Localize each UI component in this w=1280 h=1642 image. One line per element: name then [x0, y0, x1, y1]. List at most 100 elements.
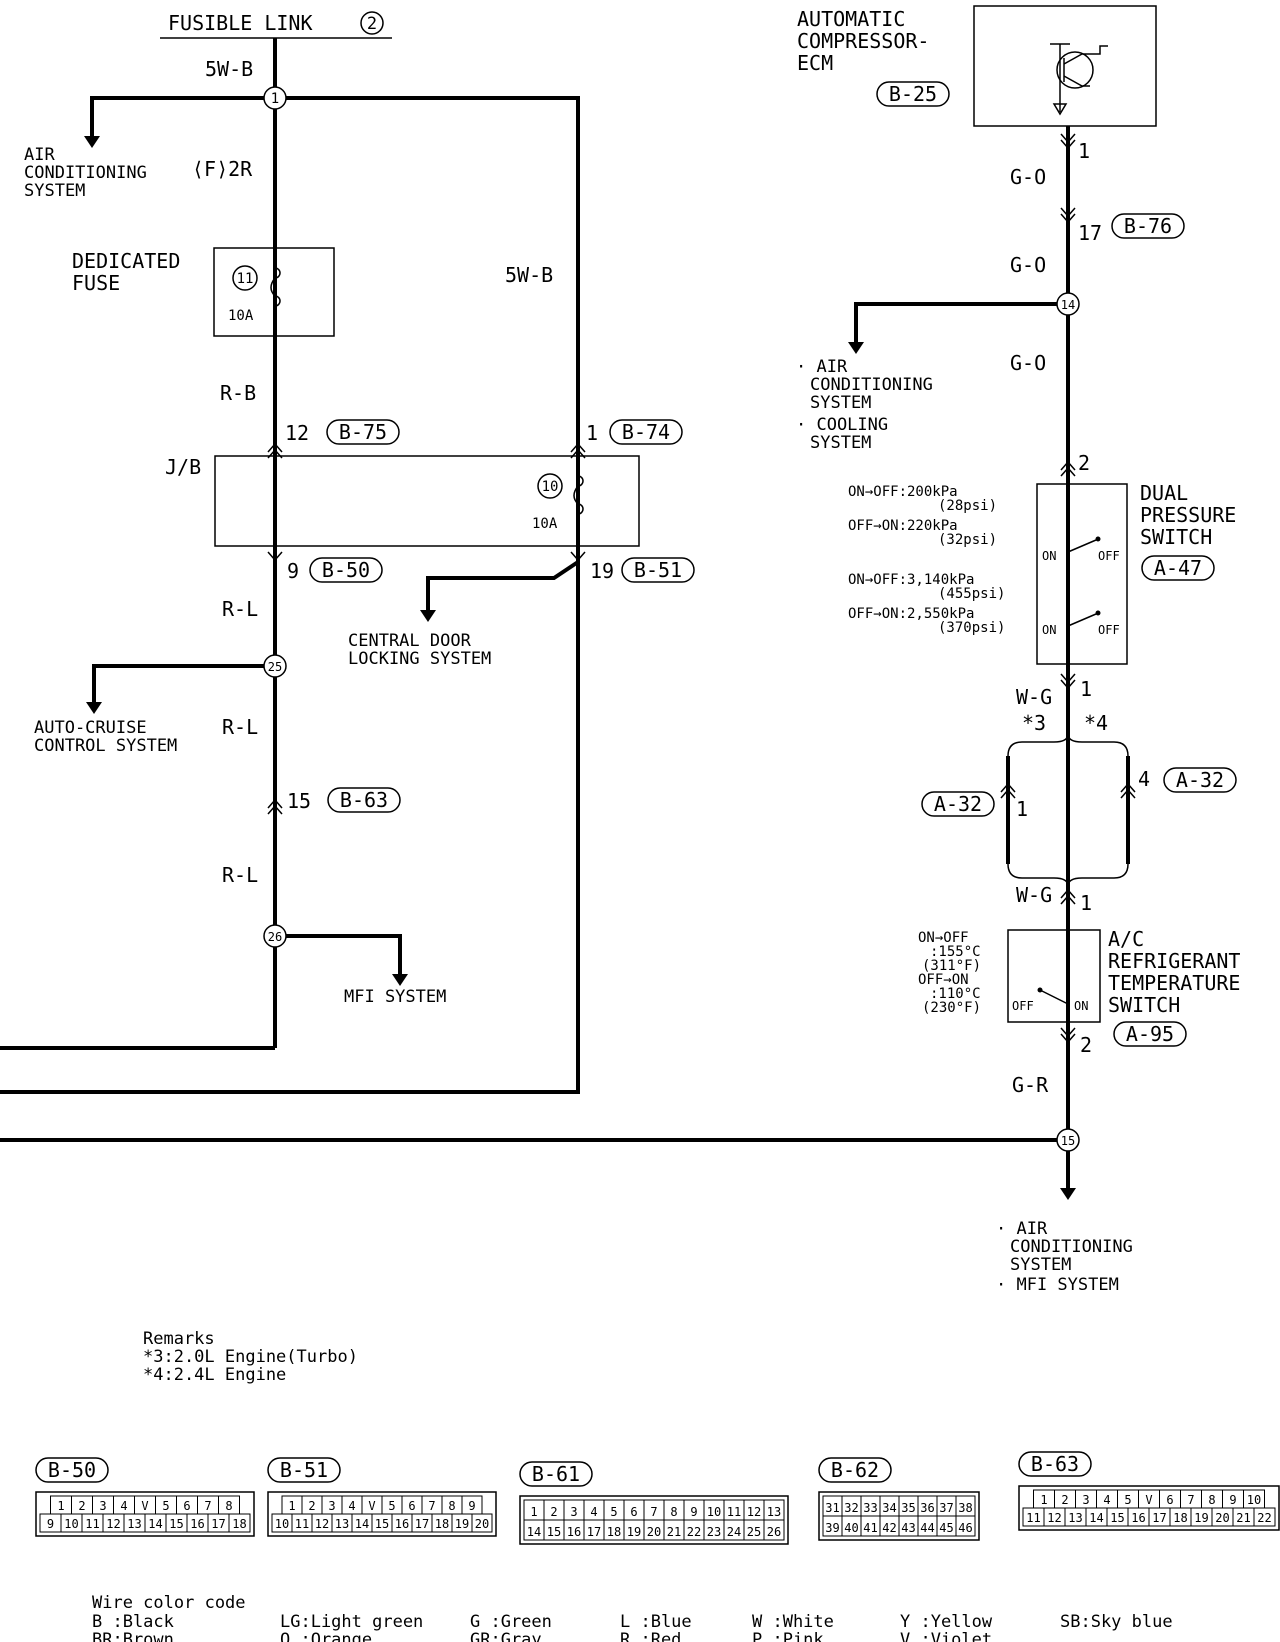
connector-pin: 1 [1040, 1493, 1047, 1507]
transistor-icon [1056, 51, 1094, 89]
connector-face-tag: B-63 [1031, 1452, 1079, 1476]
refrigerant-spec-2: :155°C [930, 944, 981, 960]
chevron-a95-top-a [1060, 888, 1076, 899]
connector-pin: 16 [1131, 1511, 1145, 1525]
wire-label-go-2: G-O [1010, 253, 1046, 277]
connector-pin: 19 [1194, 1511, 1208, 1525]
connector-pin: 39 [825, 1521, 839, 1535]
arrow-mfi [392, 974, 408, 986]
connector-pin: 45 [939, 1521, 953, 1535]
connector-pin: 5 [388, 1499, 395, 1513]
remarks-title: Remarks [143, 1329, 215, 1349]
connector-pin: 12 [106, 1517, 120, 1531]
system-ac-bottom-1: · AIR [996, 1219, 1048, 1239]
refrigerant-label-3: TEMPERATURE [1108, 971, 1240, 995]
chevron-a47-top-b [1060, 466, 1076, 477]
connector-pin: 18 [232, 1517, 246, 1531]
chevron-a32-right-b [1120, 788, 1136, 799]
dual-pressure-label-1: DUAL [1140, 481, 1188, 505]
wire-label-go-1: G-O [1010, 165, 1046, 189]
connector-pin: 21 [1236, 1511, 1250, 1525]
connector-pin: 17 [211, 1517, 225, 1531]
dual-pressure-on-2: ON [1042, 623, 1056, 637]
dedicated-fuse-number-circle [232, 265, 258, 291]
branch-star4: *4 [1084, 711, 1108, 735]
system-central-door-2: LOCKING SYSTEM [348, 649, 491, 669]
connector-a95-tag: A-95 [1126, 1022, 1174, 1046]
connector-pin-cell [955, 1515, 976, 1537]
connector-pin: V [141, 1499, 148, 1513]
connector-b25-pin: 1 [1078, 139, 1090, 163]
connector-pin-cell [763, 1519, 785, 1541]
system-ac-left-2: CONDITIONING [24, 163, 147, 183]
connector-pin: 35 [901, 1501, 915, 1515]
connector-b76-tag-box [1111, 213, 1185, 239]
connector-pin: 46 [958, 1521, 972, 1535]
connector-pin: 11 [1026, 1511, 1040, 1525]
refrigerant-contact [1039, 989, 1069, 1005]
connector-pin: 4 [590, 1505, 597, 1519]
connector-pin: 8 [670, 1505, 677, 1519]
connector-b50-pin: 9 [287, 559, 299, 583]
chevron-a32-left-a [1000, 782, 1016, 793]
arrow-ac-left [84, 136, 100, 148]
connector-pin: 6 [408, 1499, 415, 1513]
connector-b51-pin: 19 [590, 559, 614, 583]
chevron-b74-a [570, 442, 586, 453]
refrigerant-label-4: SWITCH [1108, 993, 1180, 1017]
connector-pin: 9 [1229, 1493, 1236, 1507]
chevron-b51-a [570, 551, 586, 562]
dedicated-fuse-amps: 10A [228, 308, 254, 324]
system-ac-right-2: CONDITIONING [810, 375, 933, 395]
connector-face-tag-box [1018, 1451, 1092, 1477]
connector-pin: 21 [667, 1525, 681, 1539]
connector-pin: 17 [1152, 1511, 1166, 1525]
system-ac-bottom-3: SYSTEM [1010, 1255, 1071, 1275]
system-auto-cruise-2: CONTROL SYSTEM [34, 736, 177, 756]
connector-pin: 25 [747, 1525, 761, 1539]
chevron-b25-a [1060, 133, 1076, 144]
junction-node-25-label: 25 [268, 660, 282, 674]
connector-pin: 26 [767, 1525, 781, 1539]
chevron-b76-a [1060, 207, 1076, 218]
system-mfi-bottom: · MFI SYSTEM [996, 1275, 1119, 1295]
connector-pin: 15 [169, 1517, 183, 1531]
arrow-central-door [420, 610, 436, 622]
color-code-item: SB:Sky blue [1060, 1612, 1173, 1632]
wire-label-5wb-top: 5W-B [205, 57, 253, 81]
connector-pin: 31 [825, 1501, 839, 1515]
system-central-door-1: CENTRAL DOOR [348, 631, 472, 651]
connector-pin: 16 [190, 1517, 204, 1531]
system-ac-right-3: SYSTEM [810, 393, 871, 413]
connector-pin: 20 [647, 1525, 661, 1539]
connector-pin: 2 [1061, 1493, 1068, 1507]
ecm-label-2: COMPRESSOR- [797, 29, 929, 53]
connector-pin: 23 [707, 1525, 721, 1539]
connector-pin: 10 [707, 1505, 721, 1519]
system-auto-cruise-1: AUTO-CRUISE [34, 718, 147, 738]
connector-a47-pin-top: 2 [1078, 451, 1090, 475]
chevron-b75-a [267, 442, 283, 453]
color-code-item: P :Pink [752, 1630, 824, 1642]
connector-pin: 12 [747, 1505, 761, 1519]
fuse-symbol-jb [573, 475, 584, 515]
refrigerant-dot [1037, 987, 1043, 993]
connector-a47-pin-bot: 1 [1080, 677, 1092, 701]
connector-pin: 16 [395, 1517, 409, 1531]
connector-pin: 9 [47, 1517, 54, 1531]
wire-branch-ac-right [854, 302, 1057, 346]
refrigerant-spec-1: ON→OFF [918, 930, 969, 946]
connector-face-tag-box [818, 1457, 892, 1483]
connector-face-outline [267, 1491, 497, 1537]
refrigerant-label-2: REFRIGERANT [1108, 949, 1240, 973]
dual-pressure-spec-2a: OFF→ON:220kPa [848, 518, 958, 534]
chevron-b63-a [267, 798, 283, 809]
connector-a95-pin-top: 1 [1080, 891, 1092, 915]
branch-star3: *3 [1022, 711, 1046, 735]
connector-pin: 41 [863, 1521, 877, 1535]
chevron-a95-bot-a [1060, 1027, 1076, 1038]
color-code-item: R :Red [620, 1630, 681, 1642]
chevron-b76-b [1060, 213, 1076, 224]
